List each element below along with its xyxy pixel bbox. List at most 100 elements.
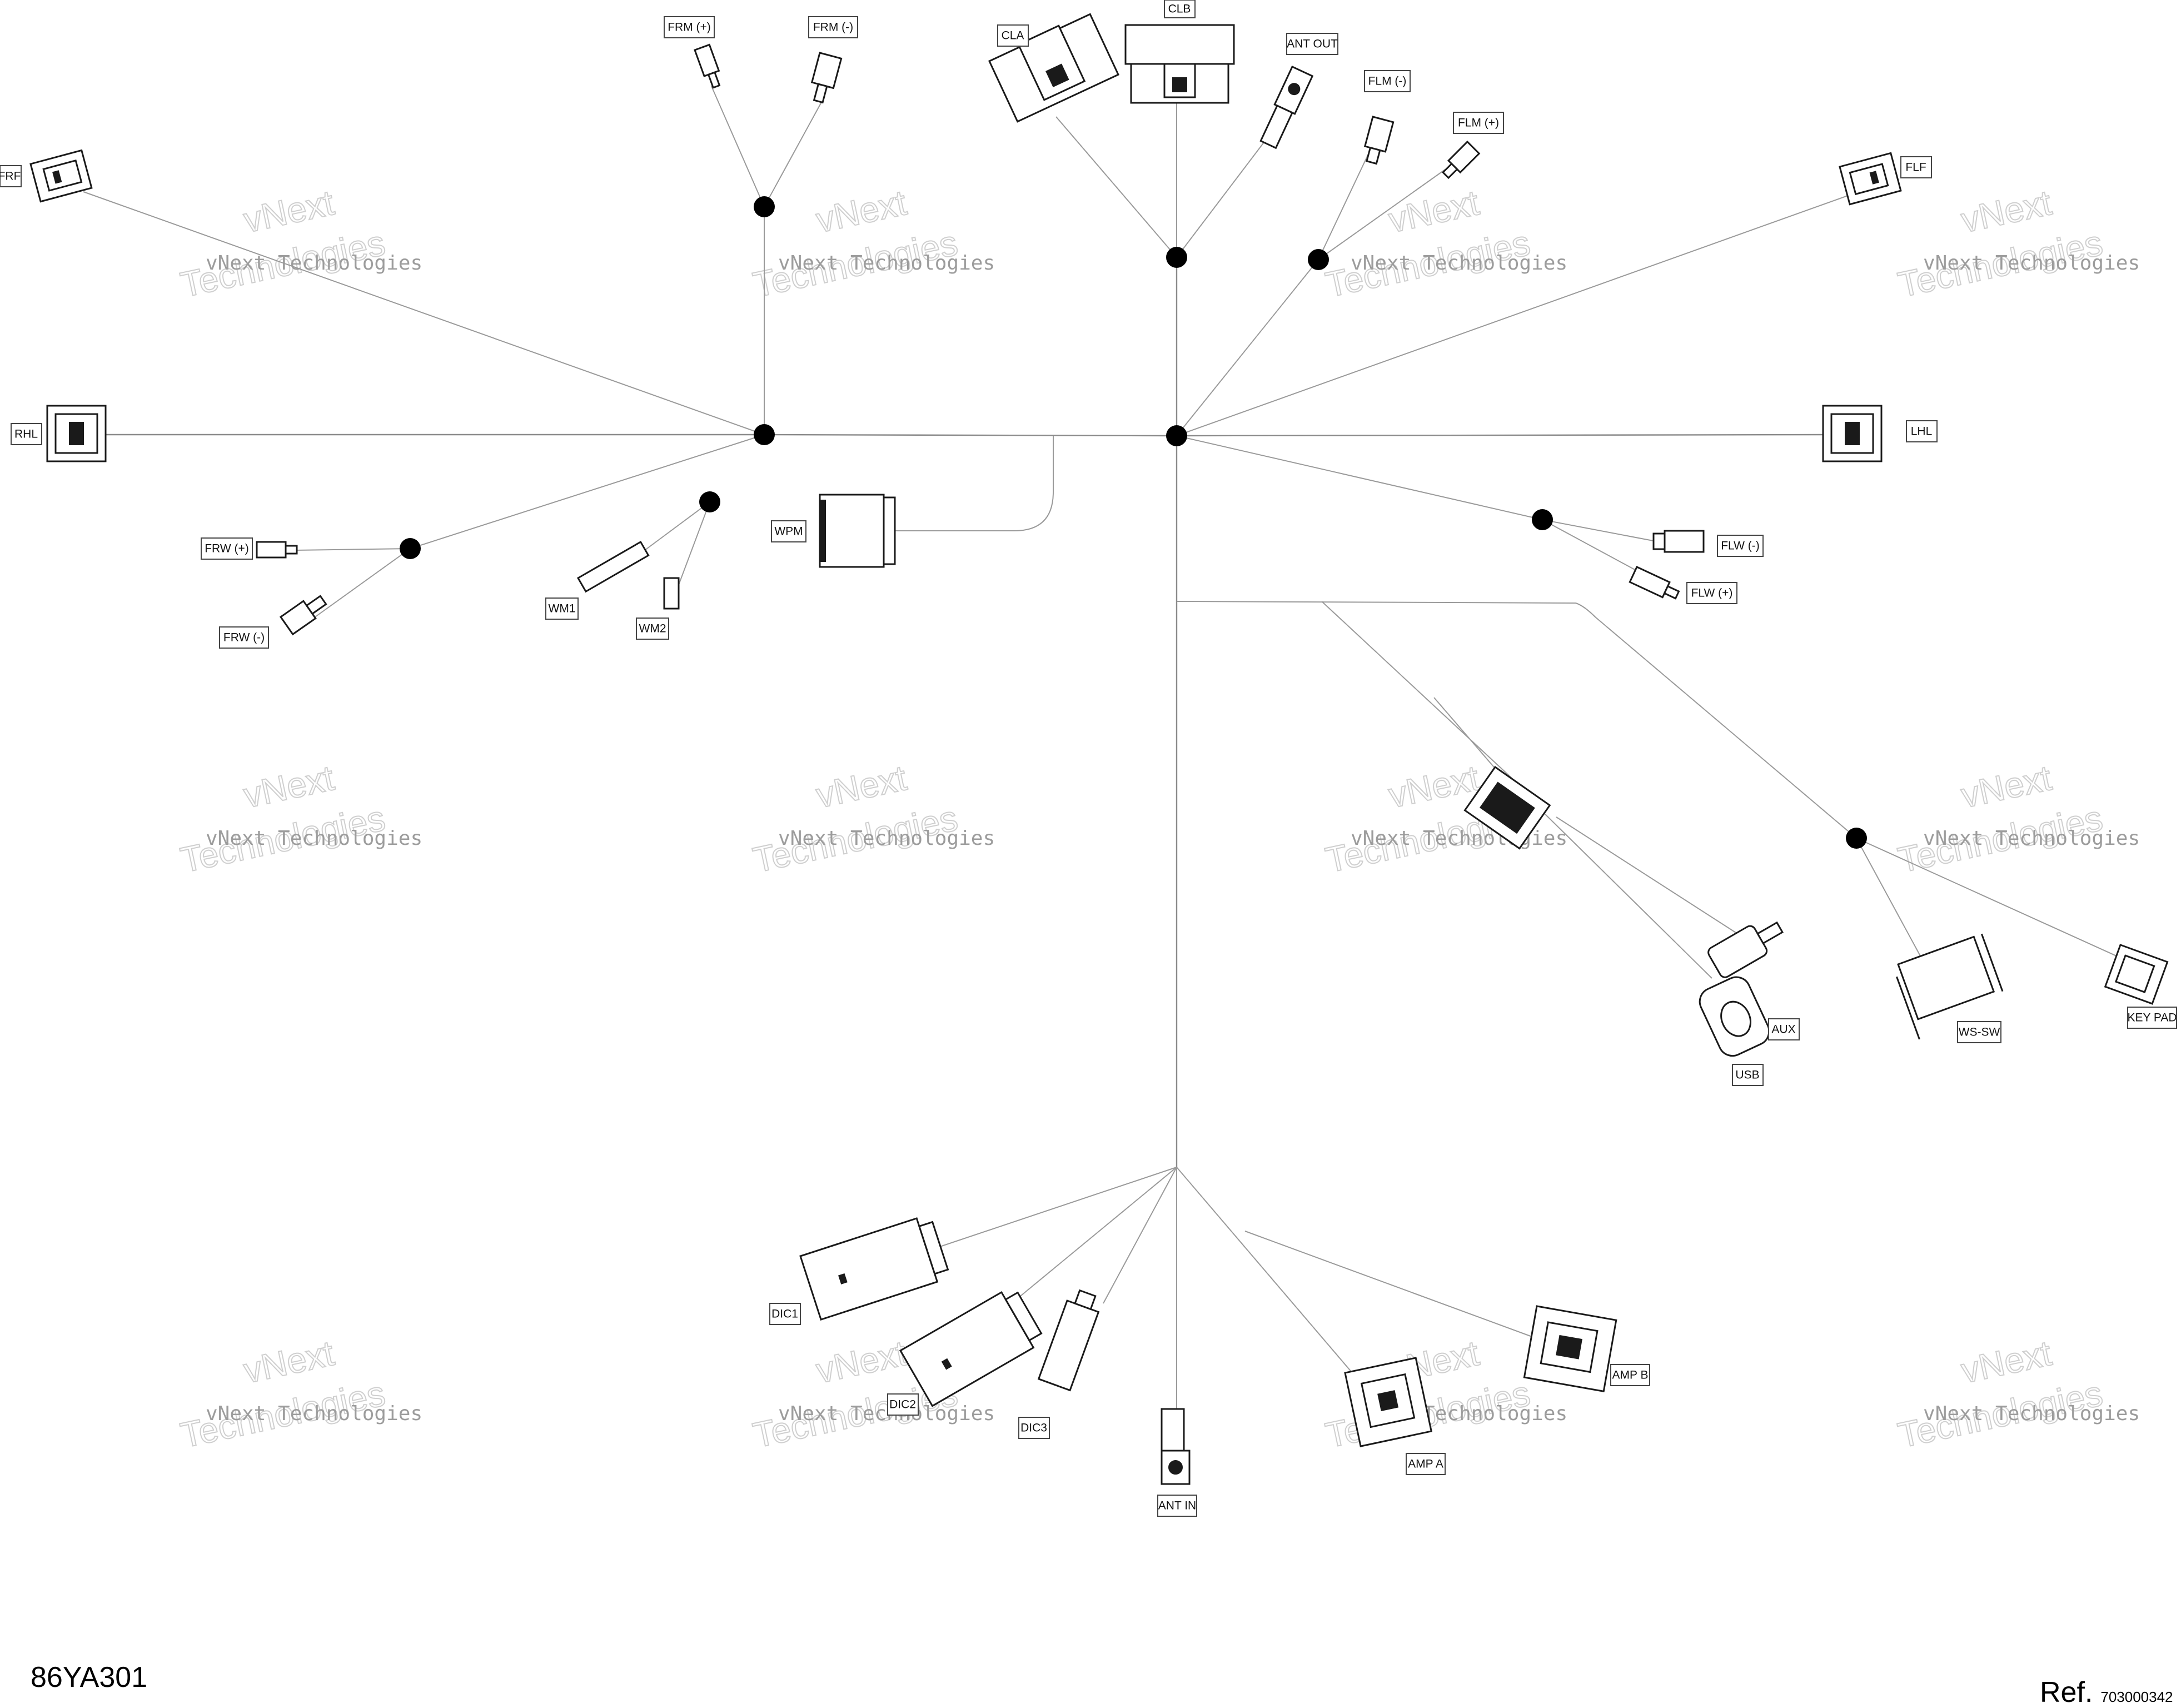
svg-text:vNext: vNext: [813, 1333, 910, 1391]
svg-text:vNext: vNext: [240, 182, 337, 240]
svg-text:FLM (-): FLM (-): [1368, 75, 1407, 88]
svg-text:WPM: WPM: [774, 525, 803, 538]
label-dic1: DIC1: [769, 1303, 801, 1325]
svg-text:vNext: vNext: [1958, 758, 2055, 815]
svg-text:vNext Technologies: vNext Technologies: [778, 252, 995, 275]
label-amp-b: AMP B: [1610, 1364, 1650, 1386]
svg-text:vNext: vNext: [1958, 182, 2055, 240]
wm1-connector: [576, 540, 650, 593]
svg-text:vNext: vNext: [240, 1333, 337, 1391]
svg-text:RHL: RHL: [14, 428, 38, 441]
svg-text:WM2: WM2: [639, 623, 666, 635]
cla-connector: [988, 13, 1119, 123]
svg-text:vNext Technologies: vNext Technologies: [1923, 827, 2140, 850]
label-clb: CLB: [1164, 0, 1196, 18]
wm2-connector: [663, 577, 680, 610]
svg-text:vNext Technologies: vNext Technologies: [1923, 252, 2140, 275]
label-cla: CLA: [997, 24, 1029, 47]
svg-text:vNext Technologies: vNext Technologies: [778, 827, 995, 850]
svg-text:FLF: FLF: [1905, 161, 1926, 174]
flm-plus-terminal: [1442, 140, 1481, 180]
label-lhl: LHL: [1906, 420, 1938, 442]
label-frf: FRF: [0, 165, 22, 187]
svg-text:vNext Technologies: vNext Technologies: [1351, 252, 1567, 275]
clb-connector: [1124, 24, 1235, 104]
ant-out-connector: [1259, 66, 1314, 150]
splice-node: [699, 491, 720, 512]
rhl-connector: [46, 405, 107, 462]
usb-aux-adapter: [1463, 765, 1551, 850]
label-key-pad: KEY PAD: [2127, 1007, 2177, 1029]
frm-minus-terminal: [810, 52, 843, 104]
frw-minus-terminal: [279, 595, 327, 636]
svg-text:FRM (+): FRM (+): [668, 21, 711, 34]
svg-text:ANT IN: ANT IN: [1158, 1500, 1196, 1512]
label-rhl: RHL: [11, 423, 42, 445]
svg-text:vNext: vNext: [1958, 1333, 2055, 1391]
label-amp-a: AMP A: [1406, 1453, 1446, 1475]
splice-node: [754, 196, 775, 217]
label-frm-minus: FRM (-): [808, 16, 858, 38]
flw-plus-terminal: [1629, 566, 1680, 600]
svg-text:CLA: CLA: [1002, 29, 1024, 42]
svg-text:USB: USB: [1735, 1069, 1759, 1082]
svg-text:vNext Technologies: vNext Technologies: [206, 1402, 422, 1425]
splice-node: [1166, 247, 1187, 268]
usb-connector: [1699, 976, 1770, 1057]
label-frw-plus: FRW (+): [201, 537, 253, 560]
label-ws-sw: WS-SW: [1957, 1021, 2001, 1043]
harness-wires: [78, 86, 2129, 1412]
label-flm-plus: FLM (+): [1453, 112, 1504, 134]
label-aux: AUX: [1768, 1018, 1800, 1040]
svg-text:vNext: vNext: [240, 758, 337, 815]
svg-text:vNext: vNext: [813, 758, 910, 815]
aux-connector: [1707, 921, 1784, 978]
label-ant-out: ANT OUT: [1286, 33, 1338, 55]
svg-text:CLB: CLB: [1168, 3, 1191, 16]
flw-minus-terminal: [1652, 530, 1705, 553]
svg-text:FLM (+): FLM (+): [1458, 117, 1499, 130]
label-flw-plus: FLW (+): [1686, 582, 1737, 604]
connector-shapes: [29, 13, 2169, 1485]
lhl-connector: [1822, 405, 1883, 462]
label-usb: USB: [1732, 1064, 1764, 1086]
label-frw-minus: FRW (-): [219, 626, 269, 649]
svg-text:vNext Technologies: vNext Technologies: [1923, 1402, 2140, 1425]
svg-text:WS-SW: WS-SW: [1959, 1026, 2000, 1039]
svg-text:vNext: vNext: [813, 182, 910, 240]
svg-text:vNext Technologies: vNext Technologies: [206, 827, 422, 850]
splice-node: [1846, 828, 1867, 849]
label-wm2: WM2: [636, 618, 669, 640]
svg-text:AUX: AUX: [1771, 1023, 1795, 1036]
reference-number: Ref. 703000342: [2040, 1676, 2173, 1708]
svg-text:WM1: WM1: [549, 602, 576, 615]
diagram-code: 86YA301: [31, 1661, 147, 1694]
key-pad-connector: [2104, 944, 2169, 1005]
wpm-connector: [819, 494, 896, 568]
label-frm-plus: FRM (+): [664, 16, 715, 38]
svg-text:AMP A: AMP A: [1408, 1458, 1443, 1471]
svg-text:FRW (+): FRW (+): [205, 542, 249, 555]
dic1-connector: [799, 1217, 949, 1321]
amp-a-connector: [1344, 1357, 1433, 1447]
splice-node: [1308, 249, 1329, 270]
svg-text:DIC1: DIC1: [771, 1308, 798, 1321]
svg-text:KEY PAD: KEY PAD: [2127, 1012, 2177, 1024]
label-flw-minus: FLW (-): [1717, 535, 1764, 557]
svg-text:DIC2: DIC2: [889, 1398, 916, 1411]
splice-node: [400, 538, 421, 559]
svg-text:vNext Technologies: vNext Technologies: [1351, 827, 1567, 850]
amp-b-connector: [1523, 1305, 1617, 1392]
dic2-connector: [899, 1291, 1043, 1407]
svg-text:vNext: vNext: [1385, 182, 1482, 240]
svg-text:LHL: LHL: [1911, 425, 1933, 438]
label-dic2: DIC2: [887, 1393, 919, 1416]
svg-text:FRM (-): FRM (-): [813, 21, 853, 34]
